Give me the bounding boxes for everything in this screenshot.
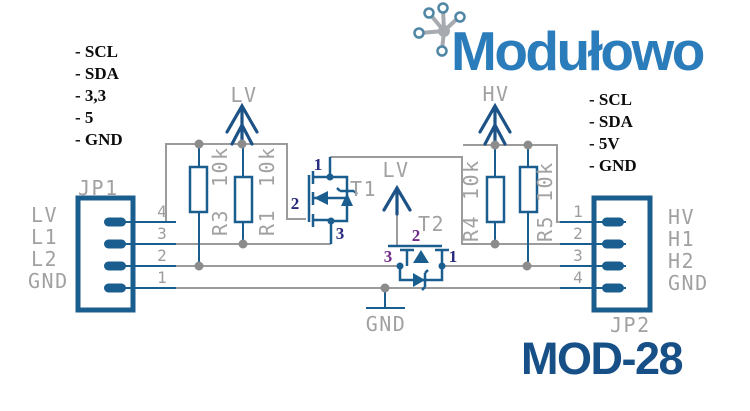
jp2-pin4-pad <box>602 283 624 293</box>
t2-diode <box>413 273 425 287</box>
list-item: - 5 <box>75 108 93 127</box>
jp1-pin-label: GND <box>28 269 69 293</box>
hv-supply: HV <box>478 82 512 146</box>
t2-body-arrow <box>413 250 429 263</box>
gnd-label: GND <box>366 312 407 336</box>
jp2-pin-number: 1 <box>573 202 583 221</box>
r3-ref: R3 <box>208 209 232 236</box>
t1-pin3: 3 <box>336 224 345 243</box>
t2-ref: T2 <box>418 212 445 236</box>
t1-body-arrow <box>314 191 328 205</box>
r4-ref: R4 <box>459 215 483 242</box>
r5-ref: R5 <box>533 215 557 242</box>
list-item: - SCL <box>75 42 118 61</box>
jp1-pin2-pad <box>104 261 126 271</box>
jp1-pin-label: L2 <box>31 247 58 271</box>
right-pin-list: - SCL - SDA - 5V - GND <box>589 90 637 175</box>
t1-pin1: 1 <box>314 155 323 174</box>
jp2-pin-number: 3 <box>573 246 583 265</box>
transistor-t2: T2 2 3 1 <box>384 212 458 291</box>
logo-text: Modułowo <box>451 20 704 82</box>
jp2-pin1-pad <box>602 217 624 227</box>
jp1-pin-number: 2 <box>157 246 167 265</box>
t2-pin1: 1 <box>449 247 458 266</box>
resistor-r3: R3 10k <box>188 144 232 266</box>
connector-jp2: JP2 1 2 3 4 HV H1 H2 GND <box>560 195 709 337</box>
lv-mid-label: LV <box>382 158 409 182</box>
lv-supply-mid: LV <box>382 158 412 216</box>
jp2-pin-number: 4 <box>573 268 583 287</box>
resistor-r4: R4 10k <box>459 145 506 244</box>
list-item: - GND <box>75 130 123 149</box>
jp2-pin-label: H1 <box>668 227 695 251</box>
jp1-pin-label: LV <box>31 203 58 227</box>
jp2-pin-label: H2 <box>668 249 695 273</box>
lv-supply-left: LV <box>225 83 259 146</box>
jp2-pin3-pad <box>602 261 624 271</box>
r4-value: 10k <box>459 159 483 200</box>
r3-value: 10k <box>208 146 232 187</box>
jp1-pin4-pad <box>104 217 126 227</box>
junction-dots <box>194 139 533 293</box>
jp2-pin2-pad <box>602 239 624 249</box>
r1-value: 10k <box>255 146 279 187</box>
t1-ref: T1 <box>350 177 377 201</box>
product-code: MOD-28 <box>521 333 682 384</box>
list-item: - 5V <box>589 134 620 153</box>
resistor-r5: R5 10k <box>518 145 557 266</box>
modulowo-logo: Modułowo <box>413 2 706 82</box>
jp2-pin-label: HV <box>668 205 695 229</box>
jp1-pin-number: 4 <box>157 202 167 221</box>
t1-pin2: 2 <box>291 194 300 213</box>
list-item: - SDA <box>75 64 120 83</box>
list-item: - 3,3 <box>75 86 106 105</box>
lv-left-label: LV <box>230 83 257 107</box>
list-item: - GND <box>589 156 637 175</box>
jp2-ref: JP2 <box>610 313 651 337</box>
t2-pin2: 2 <box>412 226 421 245</box>
jp2-pin-number: 2 <box>573 224 583 243</box>
jp2-pin-label: GND <box>668 271 709 295</box>
jp1-pin-label: L1 <box>31 225 58 249</box>
jp1-pin1-pad <box>104 283 126 293</box>
gnd-symbol: GND <box>366 288 407 336</box>
jp1-ref: JP1 <box>78 176 119 200</box>
transistor-t1: T1 1 2 3 <box>291 155 377 244</box>
r5-value: 10k <box>533 161 557 202</box>
hv-label: HV <box>482 82 509 106</box>
jp1-pin-number: 1 <box>157 268 167 287</box>
jp1-pin-number: 3 <box>157 224 167 243</box>
list-item: - SDA <box>589 112 634 131</box>
t1-diode <box>341 193 353 206</box>
t2-pin3: 3 <box>384 247 393 266</box>
left-pin-list: - SCL - SDA - 3,3 - 5 - GND <box>75 42 123 149</box>
connector-jp1: JP1 4 3 2 1 LV L1 L2 GND <box>28 176 176 313</box>
network-nodes-icon <box>413 2 466 57</box>
jp1-pin3-pad <box>104 239 126 249</box>
resistor-r1: R1 10k <box>233 144 279 244</box>
r1-ref: R1 <box>255 209 279 236</box>
list-item: - SCL <box>589 90 632 109</box>
